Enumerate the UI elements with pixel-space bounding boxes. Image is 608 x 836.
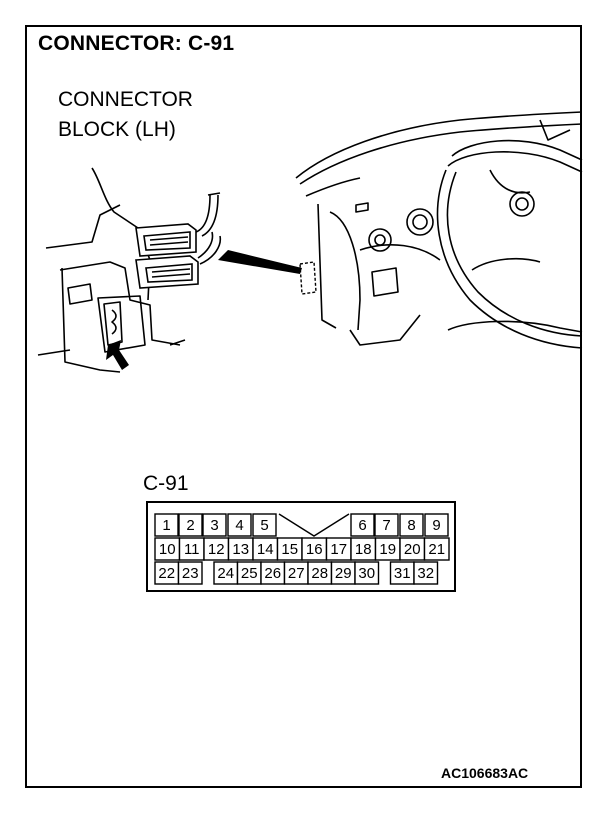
pin-10: 10	[159, 541, 176, 558]
upper-connector-plug	[135, 223, 197, 257]
pin-16: 16	[306, 541, 323, 558]
figure-code: AC106683AC	[441, 765, 529, 781]
wire-harness	[195, 192, 222, 265]
pin-6: 6	[358, 517, 366, 534]
pin-17: 17	[330, 541, 347, 558]
pin-21: 21	[428, 541, 445, 558]
pin-18: 18	[355, 541, 372, 558]
pin-19: 19	[379, 541, 396, 558]
pin-3: 3	[210, 517, 218, 534]
diagram-frame	[25, 25, 582, 788]
pin-27: 27	[288, 565, 305, 582]
pin-28: 28	[311, 565, 328, 582]
pin-2: 2	[186, 517, 194, 534]
pin-32-cell	[413, 561, 439, 585]
pin-7: 7	[382, 517, 390, 534]
pin-21-cell	[423, 537, 450, 561]
pin-3-cell	[202, 513, 227, 537]
pin-12: 12	[208, 541, 225, 558]
lower-connector-plug	[135, 255, 199, 289]
pin-4: 4	[235, 517, 243, 534]
pin-32: 32	[417, 565, 434, 582]
pin-6-cell	[350, 513, 375, 537]
pin-5-cell	[252, 513, 277, 537]
pin-29: 29	[335, 565, 352, 582]
pin-24: 24	[217, 565, 234, 582]
pin-2-cell	[178, 513, 203, 537]
connector-location-outline	[299, 261, 317, 295]
connector-block-label-line1: CONNECTOR	[58, 88, 193, 111]
pin-11: 11	[184, 541, 200, 558]
pin-8-cell	[399, 513, 424, 537]
dashboard-drawing	[295, 111, 583, 349]
pin-30-cell	[354, 561, 380, 585]
pin-14: 14	[257, 541, 274, 558]
connector-block-drawing	[37, 167, 186, 373]
pin-9: 9	[432, 517, 440, 534]
pin-1-cell	[154, 513, 179, 537]
pin-1: 1	[162, 517, 170, 534]
diagram-title: CONNECTOR: C-91	[38, 32, 235, 55]
pin-15: 15	[281, 541, 298, 558]
pointer-arrow-icon	[106, 340, 129, 370]
pin-20: 20	[404, 541, 421, 558]
connector-block-label-line2: BLOCK (LH)	[58, 118, 176, 141]
pin-13: 13	[232, 541, 249, 558]
pin-23: 23	[182, 565, 199, 582]
pin-25: 25	[241, 565, 258, 582]
pin-7-cell	[374, 513, 399, 537]
pin-31: 31	[394, 565, 411, 582]
pin-5: 5	[260, 517, 268, 534]
key-notch	[278, 513, 350, 537]
pin-26: 26	[264, 565, 281, 582]
pin-23-cell	[177, 561, 203, 585]
leader-wedge	[218, 250, 302, 274]
pin-9-cell	[424, 513, 449, 537]
pin-8: 8	[407, 517, 415, 534]
connector-face-label: C-91	[143, 472, 189, 495]
pin-30: 30	[358, 565, 375, 582]
pin-22: 22	[158, 565, 175, 582]
pin-4-cell	[227, 513, 252, 537]
